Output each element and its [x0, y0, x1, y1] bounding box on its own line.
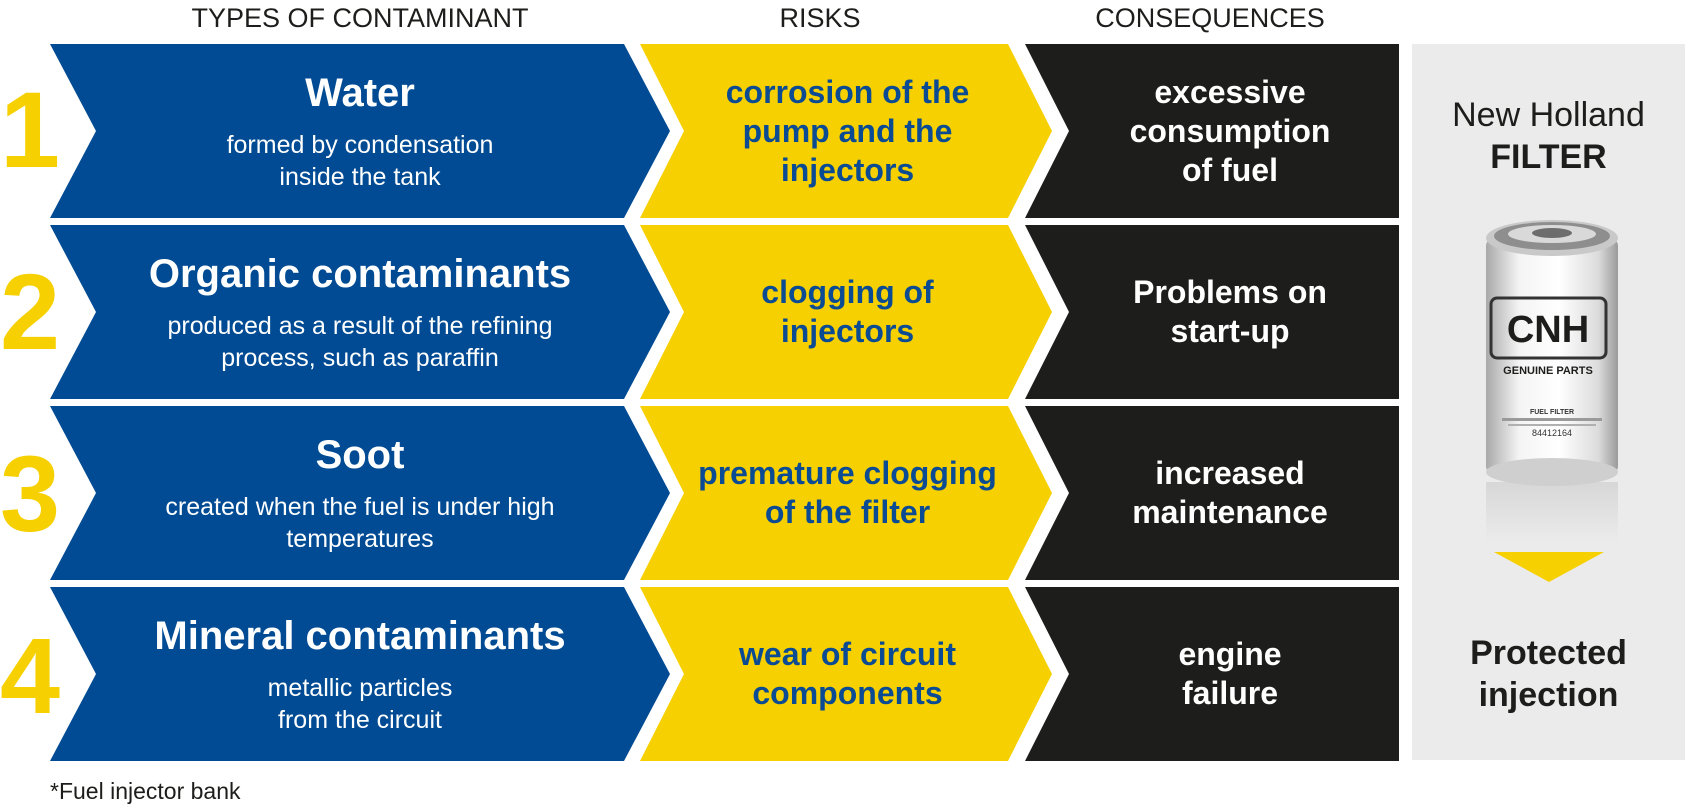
- row-2-contaminant-arrow: [50, 225, 670, 399]
- row-4-consequence: engine failure: [1075, 587, 1385, 761]
- row-4-contaminant: Mineral contaminants metallic particles …: [115, 587, 605, 761]
- row-3-number: 3: [0, 433, 61, 554]
- filter-logo-text: CNH: [1507, 309, 1589, 351]
- row-3-consequence: increased maintenance: [1075, 406, 1385, 580]
- row-2-risk-arrow: [640, 225, 1052, 399]
- row-3-title: Soot: [315, 433, 405, 477]
- filter-logo-subtext: GENUINE PARTS: [1503, 365, 1593, 377]
- row-2-consequence: Problems on start-up: [1075, 225, 1385, 399]
- row-2-title: Organic contaminants: [148, 252, 572, 296]
- filter-brand-line2: FILTER: [1490, 138, 1607, 176]
- row-1-risk-arrow: [640, 44, 1052, 218]
- row-3-consequence-text: increased maintenance: [1132, 455, 1328, 530]
- footnote: *Fuel injector bank: [50, 778, 241, 804]
- row-4-contaminant-arrow: [50, 587, 670, 761]
- fuel-filter-image: CNH GENUINE PARTS FUEL FILTER 84412164: [1486, 220, 1618, 542]
- down-arrow-icon: [1494, 552, 1604, 582]
- row-1-title: Water: [305, 71, 415, 115]
- row-2-number: 2: [0, 251, 61, 372]
- row-3-description: created when the fuel is under high temp…: [165, 493, 555, 553]
- row-2-contaminant: Organic contaminants produced as a resul…: [115, 225, 605, 399]
- row-3-contaminant: Soot created when the fuel is under high…: [115, 406, 605, 580]
- row-4-title: Mineral contaminants: [154, 614, 566, 658]
- filter-part-number: 84412164: [1532, 428, 1572, 438]
- row-4-consequence-chevron: [1025, 587, 1399, 761]
- row-2-description: produced as a result of the refining pro…: [167, 312, 553, 372]
- row-3-risk-text: premature clogging of the filter: [698, 455, 997, 530]
- row-1-risk: corrosion of the pump and the injectors: [685, 44, 1010, 218]
- row-2-risk-text: clogging of injectors: [761, 274, 934, 349]
- row-4-risk-arrow: [640, 587, 1052, 761]
- row-4-risk: wear of circuit components: [685, 587, 1010, 761]
- row-4-number: 4: [0, 615, 61, 736]
- row-2-consequence-chevron: [1025, 225, 1399, 399]
- row-1-consequence-chevron: [1025, 44, 1399, 218]
- header-risks: RISKS: [779, 3, 861, 33]
- row-3-consequence-chevron: [1025, 406, 1399, 580]
- row-1-contaminant: Water formed by condensation inside the …: [115, 44, 605, 218]
- row-1-description: formed by condensation inside the tank: [226, 131, 494, 191]
- filter-label-text: FUEL FILTER: [1530, 409, 1574, 416]
- row-3-risk-arrow: [640, 406, 1052, 580]
- row-4-consequence-text: engine failure: [1178, 636, 1282, 711]
- filter-panel: New Holland FILTER CNH GENUINE PARTS FUE…: [1412, 44, 1685, 760]
- protected-injection-label: Protected injection: [1470, 634, 1627, 714]
- row-1-number: 1: [0, 69, 61, 190]
- row-1-contaminant-arrow: [50, 44, 670, 218]
- row-4-risk-text: wear of circuit components: [739, 636, 956, 711]
- row-1-consequence: excessive consumption of fuel: [1075, 44, 1385, 218]
- row-2-consequence-text: Problems on start-up: [1133, 274, 1327, 349]
- header-types-of-contaminant: TYPES OF CONTAMINANT: [191, 3, 529, 33]
- filter-brand-line1: New Holland: [1452, 96, 1645, 134]
- row-2-risk: clogging of injectors: [685, 225, 1010, 399]
- row-3-risk: premature clogging of the filter: [685, 406, 1010, 580]
- row-3-contaminant-arrow: [50, 406, 670, 580]
- header-consequences: CONSEQUENCES: [1095, 3, 1325, 33]
- row-1-risk-text: corrosion of the pump and the injectors: [725, 73, 970, 188]
- row-4-description: metallic particles from the circuit: [267, 674, 453, 734]
- row-1-consequence-text: excessive consumption of fuel: [1129, 73, 1331, 188]
